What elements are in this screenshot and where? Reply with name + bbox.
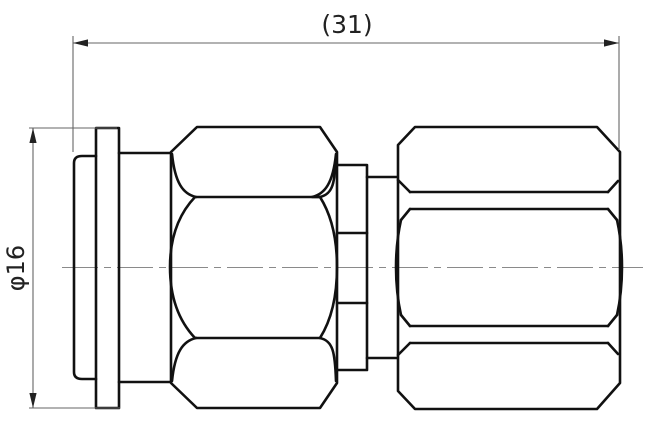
coupling-ring-grooves: [335, 231, 369, 305]
hex-body-right-outline: [396, 125, 622, 411]
dim-arrow-up-icon: [29, 128, 37, 143]
hex-body-right-facet-arcs: [394, 218, 624, 317]
hex-body-right-band-lines: [408, 190, 610, 345]
dim-arrow-left-icon: [73, 39, 88, 47]
dim-arrow-right-icon: [604, 39, 619, 47]
coupling-ring: [335, 163, 369, 372]
diameter-dimension-label: φ16: [2, 245, 30, 291]
connector-body: [72, 125, 624, 411]
hex-nut-left-facet-lines: [193, 195, 322, 340]
dim-arrow-down-icon: [29, 393, 37, 408]
hex-body-right-band-ends: [396, 178, 620, 357]
neck: [365, 175, 399, 360]
length-dimension-label: (31): [321, 10, 372, 39]
hex-nut-left-outline: [169, 125, 339, 410]
hex-nut-left-facet-arcs: [168, 152, 339, 383]
dimension-flange-diameter: φ16: [2, 127, 120, 409]
barrel: [117, 151, 173, 384]
dimension-overall-length: (31): [72, 10, 620, 152]
end-cap: [72, 154, 98, 381]
